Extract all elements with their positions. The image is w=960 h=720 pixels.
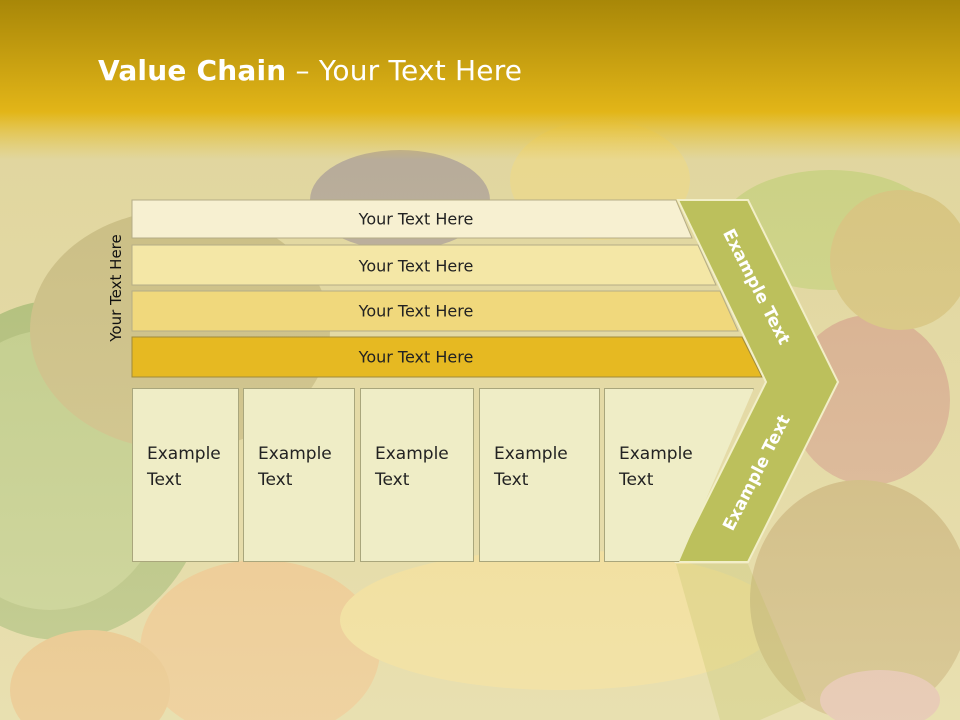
box-reflection-4: Example Text: [479, 564, 600, 714]
box-reflection-2: Example Text: [243, 564, 355, 714]
bar-label-2: Your Text Here: [358, 256, 474, 276]
bar-shape-4: [131, 336, 763, 378]
activity-box-1: Example Text: [132, 388, 239, 562]
bar-label-4: Your Text Here: [358, 347, 474, 367]
bar-shape-2: [131, 244, 717, 286]
title-bold: Value Chain: [98, 54, 287, 87]
bar-label-3: Your Text Here: [358, 301, 474, 321]
activity-box-label: Example Text: [494, 444, 568, 490]
activity-box-2: Example Text: [243, 388, 355, 562]
activity-box-label: Example Text: [375, 444, 449, 490]
chevron-reflection: [676, 564, 806, 720]
bar-shape-3: [131, 290, 739, 332]
box-reflection-1: Example Text: [132, 564, 239, 714]
activity-box-label: Example Text: [619, 444, 693, 490]
title-rest: – Your Text Here: [286, 54, 523, 87]
activity-box-label: Example Text: [147, 444, 221, 490]
box-reflection-5: Example Text: [604, 564, 704, 714]
activity-box-4: Example Text: [479, 388, 600, 562]
bar-shape-1: [131, 199, 693, 239]
activity-box-3: Example Text: [360, 388, 474, 562]
slide-title: Value Chain – Your Text Here: [98, 54, 522, 87]
bar-label-1: Your Text Here: [358, 209, 474, 229]
box-reflection-3: Example Text: [360, 564, 474, 714]
activity-box-label: Example Text: [258, 444, 332, 490]
chevron-arrow: [674, 199, 840, 563]
